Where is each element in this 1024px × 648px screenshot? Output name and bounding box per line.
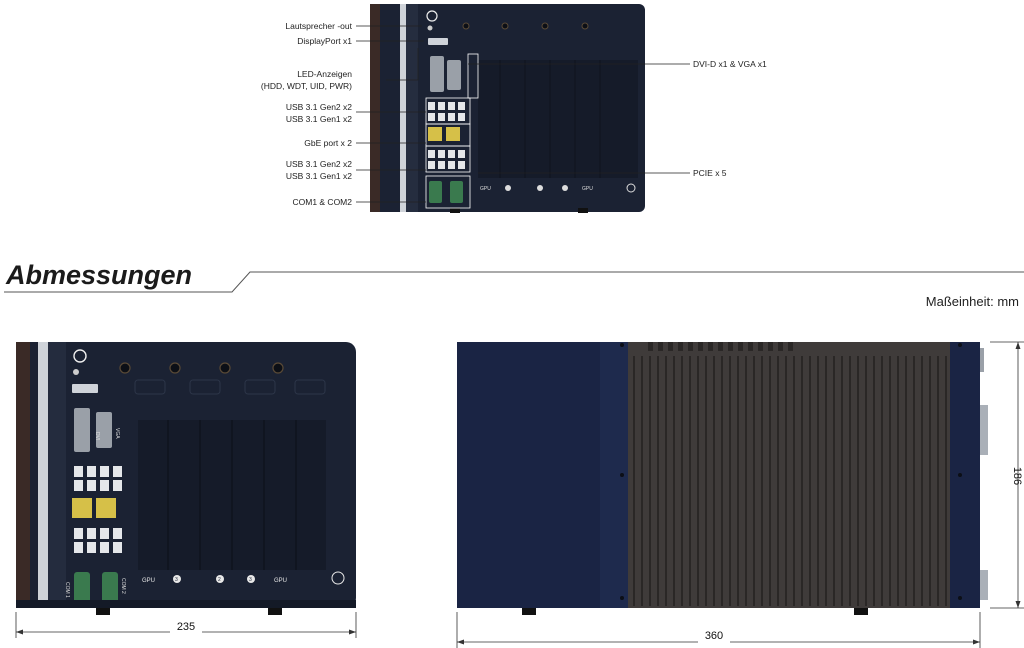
section-title: Abmessungen	[5, 260, 192, 290]
front-gpu-label-2: GPU	[274, 578, 287, 584]
dim-front-width: 235	[177, 621, 195, 633]
front-com2-label: COM 2	[120, 578, 126, 594]
unit-label: Maßeinheit: mm	[926, 294, 1019, 309]
heatsink-vent	[738, 342, 743, 351]
heatsink-vent	[658, 342, 663, 351]
front-slot-3a: 3	[175, 577, 178, 583]
callout-usb-bottom-1: USB 3.1 Gen2 x2	[286, 159, 352, 169]
front-vga-label: VGA	[114, 428, 120, 439]
heatsink-vent	[748, 342, 753, 351]
dim-height: 186	[1011, 467, 1023, 485]
front-slot-2: 2	[218, 577, 221, 583]
section-header: Abmessungen Maßeinheit: mm	[4, 260, 1024, 309]
heatsink-vent	[788, 342, 793, 351]
callout-gbe: GbE port x 2	[304, 138, 352, 148]
callout-highlights	[425, 53, 479, 209]
side-view	[457, 342, 988, 615]
heatsink-vent	[688, 342, 693, 351]
heatsink-vent	[678, 342, 683, 351]
callout-usb-top-2: USB 3.1 Gen1 x2	[286, 114, 352, 124]
heatsink-vent	[648, 342, 653, 351]
callout-usb-bottom-2: USB 3.1 Gen1 x2	[286, 171, 352, 181]
callout-dvi-vga: DVI-D x1 & VGA x1	[693, 59, 767, 69]
heatsink-vent	[718, 342, 723, 351]
front-view: DVI VGA COM 1 COM 2 GPU 3 2 3 GP	[16, 342, 356, 615]
callout-displayport: DisplayPort x1	[297, 36, 352, 46]
dim-side-width: 360	[705, 630, 723, 642]
heatsink-vent	[768, 342, 773, 351]
front-com1-label: COM 1	[64, 582, 70, 598]
heatsink-vent	[728, 342, 733, 351]
callout-led-line2: (HDD, WDT, UID, PWR)	[261, 81, 352, 91]
top-front-panel: GPU GPU	[370, 4, 645, 213]
heatsink-vent	[698, 342, 703, 351]
callout-usb-top-1: USB 3.1 Gen2 x2	[286, 102, 352, 112]
callout-lines	[356, 25, 690, 203]
callout-pcie: PCIE x 5	[693, 168, 727, 178]
front-slot-3b: 3	[249, 577, 252, 583]
front-dvi-label: DVI	[94, 432, 100, 440]
heatsink-vent	[668, 342, 673, 351]
heatsink-vent	[758, 342, 763, 351]
top-gpu-label-1: GPU	[480, 186, 491, 192]
heatsink-vent	[708, 342, 713, 351]
callout-led-line1: LED-Anzeigen	[297, 69, 352, 79]
heatsink-vent	[778, 342, 783, 351]
callout-audio-out: Lautsprecher -out	[285, 21, 352, 31]
front-gpu-label-1: GPU	[142, 578, 155, 584]
callout-com: COM1 & COM2	[292, 197, 352, 207]
top-gpu-label-2: GPU	[582, 186, 593, 192]
